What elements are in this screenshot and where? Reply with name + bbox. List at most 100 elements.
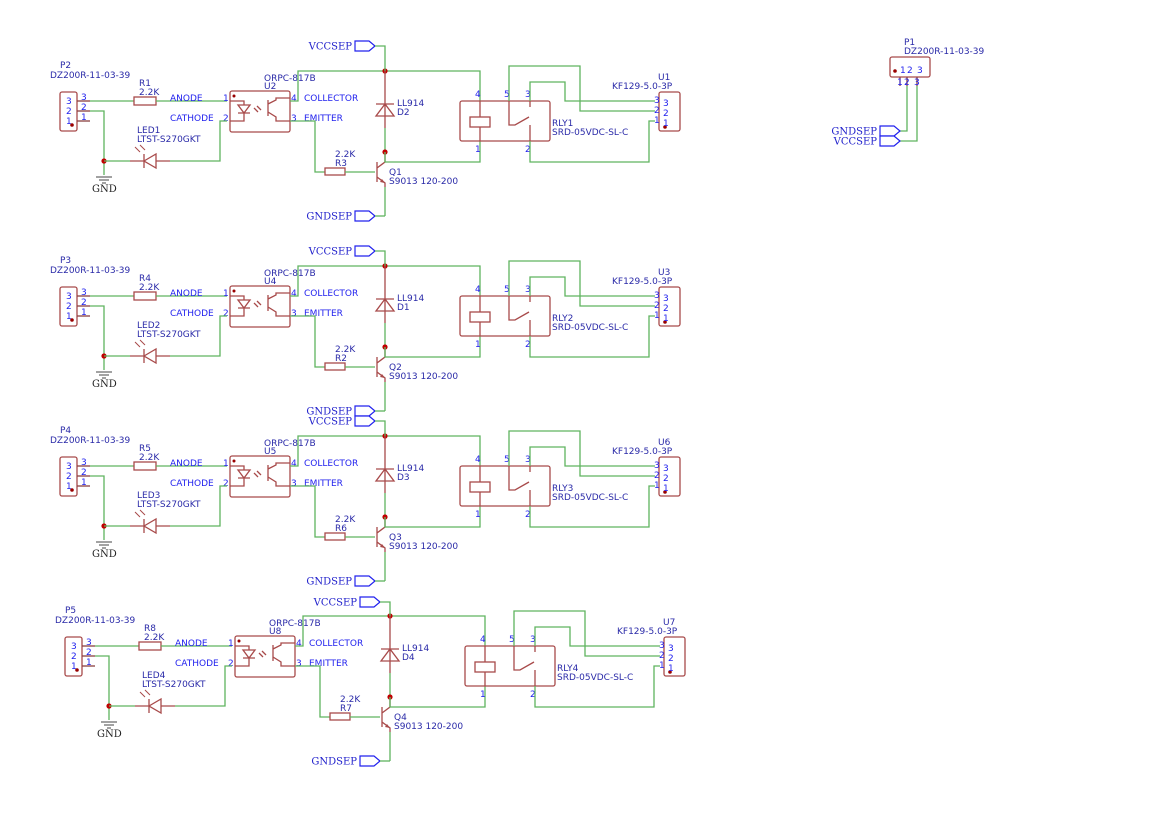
transistor-part: S9013 120-200	[389, 177, 458, 187]
pin-number: 4	[296, 639, 302, 649]
emitter-label: EMITTER	[304, 309, 343, 319]
led-icon	[130, 517, 170, 535]
connector-part: DZ200R-11-03-39	[50, 71, 131, 81]
wire	[295, 615, 486, 647]
diode-ref: LL914	[397, 99, 424, 109]
channel-3: 332211P4DZ200R-11-03-39R52.2KANODECATHOD…	[50, 415, 681, 588]
junction-dot	[382, 344, 388, 350]
pin-number: 3	[525, 285, 531, 295]
pin-number: 2	[530, 690, 536, 700]
relay-contact-icon	[479, 296, 531, 336]
collector-label: COLLECTOR	[309, 639, 363, 649]
opto-part: ORPC-817B	[269, 619, 321, 629]
relay-coil-icon	[474, 661, 496, 673]
pin-number: 2	[81, 468, 87, 478]
channel-4: 332211P5DZ200R-11-03-39R82.2KANODECATHOD…	[55, 596, 686, 768]
pin-number: 4	[475, 455, 481, 465]
p1-gndsep-flag	[879, 125, 901, 137]
pin-number: 1	[223, 94, 229, 104]
diode-icon	[379, 616, 401, 673]
resistor-ref: R8	[144, 624, 156, 634]
resistor-ref: R4	[139, 274, 151, 284]
pin1-marker	[663, 125, 667, 129]
emitter-label: EMITTER	[309, 659, 348, 669]
resistor-in	[133, 96, 157, 106]
pin-number: 1	[659, 661, 665, 671]
pin-number: 3	[663, 464, 669, 474]
pin-number: 2	[223, 479, 229, 489]
wire	[290, 435, 481, 467]
pin-number: 1	[663, 484, 669, 494]
pin-number: 2	[663, 109, 669, 119]
pin-number: 2	[66, 107, 72, 117]
wire	[375, 250, 386, 266]
opto-ref: U2	[264, 82, 276, 92]
ground-icon	[101, 721, 117, 729]
emitter-label: EMITTER	[304, 479, 343, 489]
anode-label: ANODE	[170, 459, 203, 469]
pin-number: 2	[525, 340, 531, 350]
channel-1: 332211P2DZ200R-11-03-39R12.2KANODECATHOD…	[50, 40, 681, 223]
gnd-label: GND	[92, 379, 117, 390]
light-rays-icon	[134, 509, 146, 518]
pin-number: 4	[291, 289, 297, 299]
resistor-ref: R5	[139, 444, 151, 454]
pin-number: 1	[223, 459, 229, 469]
pin-number: 4	[291, 94, 297, 104]
terminal-part: KF129-5.0-3P	[612, 277, 673, 287]
resistor-in	[138, 641, 162, 651]
gndsep-flag	[354, 210, 376, 222]
vccsep-label: VCCSEP	[308, 42, 353, 53]
resistor-value: 2.2K	[139, 283, 160, 293]
pin-number: 2	[654, 301, 660, 311]
wire	[170, 485, 227, 527]
wire	[529, 81, 655, 102]
pin-number: 2	[904, 78, 910, 88]
pin-number: 1	[654, 311, 660, 321]
ground-icon	[96, 371, 112, 379]
gnd-label: GND	[92, 184, 117, 195]
pin-number: 1	[480, 690, 486, 700]
led-ref: LED3	[137, 491, 160, 501]
pin-number: 3	[81, 288, 87, 298]
wire	[384, 506, 481, 528]
connector-ref: P4	[60, 426, 71, 436]
relay-ref: RLY3	[552, 484, 573, 494]
pin-number: 3	[86, 638, 92, 648]
pin-number: 5	[504, 90, 510, 100]
anode-label: ANODE	[170, 289, 203, 299]
emitter-arrow-icon	[380, 544, 385, 548]
relay	[459, 100, 551, 142]
pin-number: 3	[81, 458, 87, 468]
gndsep-flag	[354, 575, 376, 587]
wire	[529, 446, 655, 467]
optocoupler-icon	[235, 642, 295, 667]
light-rays-icon	[134, 144, 146, 153]
resistor-value: 2.2K	[144, 633, 165, 643]
pin-number: 1	[654, 116, 660, 126]
wire	[90, 110, 105, 175]
wire	[900, 86, 908, 132]
optocoupler-icon	[230, 97, 290, 122]
ground-icon	[96, 541, 112, 549]
gndsep-label: GNDSEP	[306, 577, 352, 588]
terminal-ref: U6	[658, 438, 671, 448]
relay-contact-icon	[479, 101, 531, 141]
pin-number: 2	[66, 302, 72, 312]
wire	[375, 45, 386, 71]
wire	[290, 315, 325, 368]
pin1-marker	[70, 123, 74, 127]
terminal-block	[658, 286, 681, 327]
pin-number: 1	[71, 662, 77, 672]
pin-number: 2	[525, 510, 531, 520]
relay-part: SRD-05VDC-SL-C	[552, 128, 628, 138]
relay-contact-icon	[484, 646, 536, 686]
opto-ref: U8	[269, 627, 282, 637]
relay-coil-icon	[469, 116, 491, 128]
wire	[529, 120, 655, 163]
pin-number: 1	[223, 289, 229, 299]
pin-number: 4	[475, 90, 481, 100]
relay-coil-icon	[469, 481, 491, 493]
resistor-ref: R2	[335, 354, 347, 364]
